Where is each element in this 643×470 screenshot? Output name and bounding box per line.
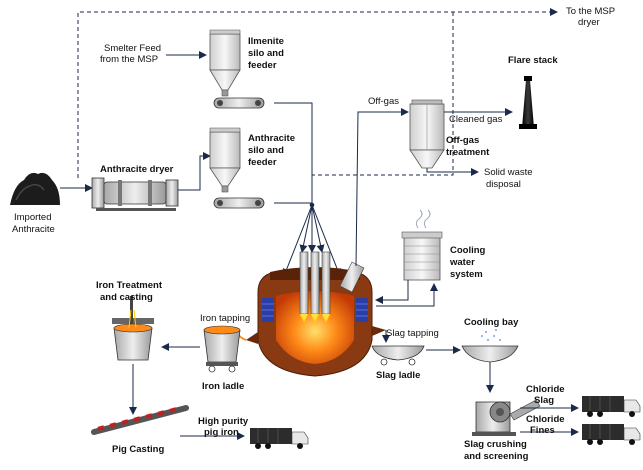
svg-text:To the MSP: To the MSP: [566, 6, 615, 17]
svg-text:dryer: dryer: [578, 17, 600, 28]
svg-text:Off-gas: Off-gas: [446, 135, 479, 146]
svg-text:Chloride: Chloride: [526, 414, 565, 425]
svg-text:and screening: and screening: [464, 451, 529, 462]
furnace-offgas-duct: [339, 261, 365, 293]
svg-text:from the MSP: from the MSP: [100, 54, 158, 65]
slag-crusher: [472, 399, 541, 436]
cooling-water-tower: [401, 209, 443, 281]
svg-text:High purity: High purity: [198, 416, 249, 427]
cleaned-gas-label: Cleaned gas: [449, 114, 503, 125]
arrow-ilmenite-to-furnace: [274, 102, 313, 200]
svg-text:pig iron: pig iron: [204, 427, 239, 438]
anthracite-silo-label: Anthracite silo and feeder: [248, 133, 295, 168]
svg-text:treatment: treatment: [446, 147, 490, 158]
svg-text:feeder: feeder: [248, 60, 277, 71]
solid-waste-label: Solid waste disposal: [484, 167, 533, 190]
pig-casting-machine: [91, 405, 189, 435]
iron-treatment-vessel: [112, 296, 154, 361]
cooling-bay-label: Cooling bay: [464, 317, 519, 328]
svg-text:Cooling: Cooling: [450, 245, 486, 256]
pig-casting-label: Pig Casting: [112, 444, 164, 455]
truck-chloride-fines: [582, 424, 641, 445]
svg-text:and casting: and casting: [100, 292, 153, 303]
ilmenite-feeder: [213, 97, 265, 109]
arrow-furnace-to-cooling: [376, 283, 438, 307]
slag-tapping-label: Slag tapping: [386, 328, 439, 339]
arrow-cooling-to-furnace: [375, 280, 409, 304]
flare-stack: [519, 76, 537, 129]
iron-treatment-label: Iron Treatment and casting: [96, 280, 163, 303]
iron-tapping-label: Iron tapping: [200, 313, 250, 324]
svg-text:Slag: Slag: [534, 395, 554, 406]
svg-text:feeder: feeder: [248, 157, 277, 168]
truck-chloride-slag: [582, 396, 641, 417]
cooling-water-label: Cooling water system: [449, 245, 486, 280]
off-gas-label: Off-gas: [368, 96, 399, 107]
anthracite-silo: [209, 127, 241, 193]
cooling-bay: [461, 329, 519, 363]
chloride-slag-label: Chloride Slag: [526, 384, 565, 406]
svg-text:Fines: Fines: [530, 425, 555, 436]
anthracite-dryer: [91, 177, 179, 211]
flare-stack-label: Flare stack: [508, 55, 558, 66]
svg-text:water: water: [449, 257, 475, 268]
slag-ladle: [371, 345, 425, 366]
svg-text:Iron Treatment: Iron Treatment: [96, 280, 163, 291]
svg-text:Chloride: Chloride: [526, 384, 565, 395]
iron-ladle: [203, 325, 241, 373]
off-gas-treatment-unit: [409, 99, 445, 169]
ilmenite-silo-label: Ilmenite silo and feeder: [248, 36, 284, 71]
furnace-electrodes: [299, 251, 331, 323]
slag-crushing-label: Slag crushing and screening: [464, 439, 529, 462]
high-purity-label: High purity pig iron: [198, 416, 249, 438]
svg-text:Solid waste: Solid waste: [484, 167, 533, 178]
off-gas-treatment-label: Off-gas treatment: [446, 135, 490, 158]
iron-ladle-label: Iron ladle: [202, 381, 244, 392]
svg-text:Imported: Imported: [14, 212, 52, 223]
arrow-dryer-to-silo: [178, 152, 211, 191]
svg-text:disposal: disposal: [486, 179, 521, 190]
svg-text:silo and: silo and: [248, 48, 284, 59]
anthracite-feeder: [213, 197, 265, 209]
smelter-feed-label: Smelter Feed from the MSP: [100, 43, 161, 65]
svg-text:Anthracite: Anthracite: [12, 224, 55, 235]
feed-distribution-arrows: [282, 202, 342, 277]
arrow-solid-waste: [426, 168, 479, 176]
chloride-fines-label: Chloride Fines: [526, 414, 565, 436]
smelting-furnace: [246, 267, 386, 377]
arrow-furnace-offgas: [355, 108, 409, 267]
svg-text:system: system: [450, 269, 483, 280]
to-msp-dryer-label: To the MSP dryer: [566, 6, 615, 28]
ilmenite-silo: [209, 29, 241, 97]
svg-text:Anthracite: Anthracite: [248, 133, 295, 144]
svg-text:silo and: silo and: [248, 145, 284, 156]
svg-text:Ilmenite: Ilmenite: [248, 36, 284, 47]
imported-anthracite-label: Imported Anthracite: [12, 212, 55, 235]
svg-text:Slag crushing: Slag crushing: [464, 439, 527, 450]
truck-pig-iron: [250, 428, 309, 449]
anthracite-dryer-label: Anthracite dryer: [100, 164, 174, 175]
imported-anthracite-pile: [10, 172, 60, 205]
svg-text:Smelter Feed: Smelter Feed: [104, 43, 161, 54]
slag-ladle-label: Slag ladle: [376, 370, 420, 381]
